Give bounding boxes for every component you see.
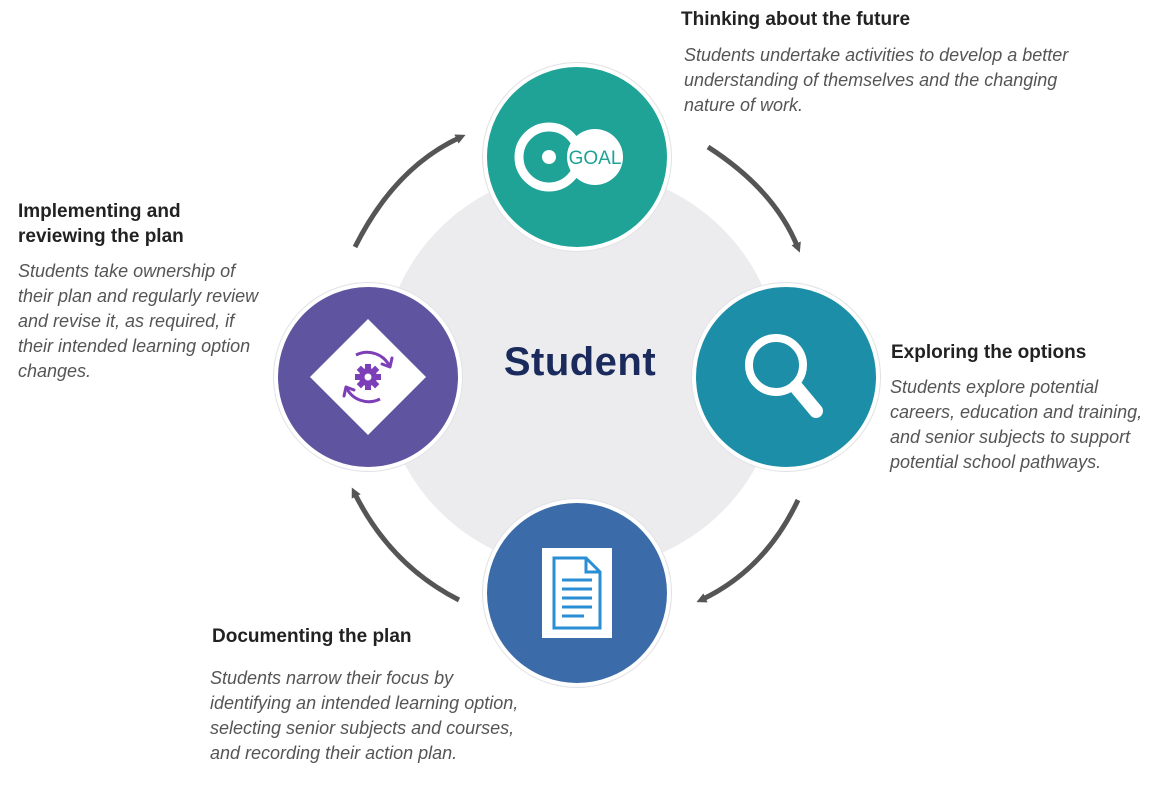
stage-desc-implementing: Students take ownership of their plan an… [18,261,259,381]
gear-cycle-icon [310,319,426,435]
node-documenting [483,499,671,687]
stage-title-exploring: Exploring the options [891,342,1087,363]
stage-title-implementing: Implementing and reviewing the plan [18,201,184,247]
document-icon [542,548,612,638]
stage-desc-thinking: Students undertake activities to develop… [684,45,1069,115]
center-label: Student [503,340,657,384]
goal-icon-text: GOAL [569,148,622,169]
arrow-bottom-right [696,498,801,603]
node-implementing [274,283,462,471]
goal-icon: GOAL [514,122,623,192]
arrow-top-right [706,144,801,253]
stage-title-documenting: Documenting the plan [212,626,412,647]
stage-title-thinking: Thinking about the future [681,9,911,30]
stage-desc-exploring: Students explore potential careers, educ… [890,377,1143,472]
stage-desc-documenting: Students narrow their focus by identifyi… [210,668,519,763]
arrow-bottom-left [351,487,461,603]
node-exploring [692,283,880,471]
magnifier-icon [745,334,823,418]
arrow-top-left [352,134,466,249]
node-thinking: GOAL [483,63,671,251]
